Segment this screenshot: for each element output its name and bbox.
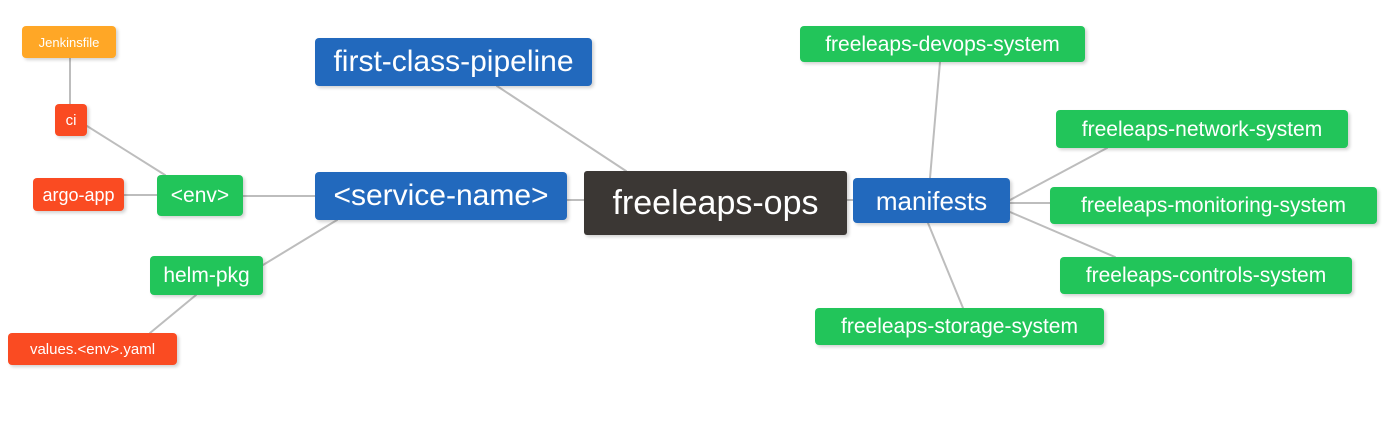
node-helm-pkg[interactable]: helm-pkg <box>150 256 263 295</box>
edge-manifests-to-freeleaps-devops-system <box>929 61 941 179</box>
node-manifests[interactable]: manifests <box>853 178 1010 223</box>
node-freeleaps-ops[interactable]: freeleaps-ops <box>584 171 847 235</box>
edge-helm-pkg-to-service-name <box>262 219 338 266</box>
node-freeleaps-devops-system[interactable]: freeleaps-devops-system <box>800 26 1085 62</box>
node-env[interactable]: <env> <box>157 175 243 216</box>
node-freeleaps-network-system[interactable]: freeleaps-network-system <box>1056 110 1348 148</box>
node-ci[interactable]: ci <box>55 104 87 136</box>
node-service-name[interactable]: <service-name> <box>315 172 567 220</box>
edge-first-class-pipeline-to-freeleaps-ops <box>496 85 627 172</box>
node-argo-app[interactable]: argo-app <box>33 178 124 211</box>
edge-manifests-to-freeleaps-storage-system <box>927 222 964 309</box>
node-jenkinsfile[interactable]: Jenkinsfile <box>22 26 116 58</box>
node-first-class-pipeline[interactable]: first-class-pipeline <box>315 38 592 86</box>
node-values-yaml[interactable]: values.<env>.yaml <box>8 333 177 365</box>
edge-ci-to-env <box>86 125 166 176</box>
node-freeleaps-monitoring-system[interactable]: freeleaps-monitoring-system <box>1050 187 1377 224</box>
edge-values-yaml-to-helm-pkg <box>149 294 197 334</box>
node-freeleaps-controls-system[interactable]: freeleaps-controls-system <box>1060 257 1352 294</box>
node-freeleaps-storage-system[interactable]: freeleaps-storage-system <box>815 308 1104 345</box>
